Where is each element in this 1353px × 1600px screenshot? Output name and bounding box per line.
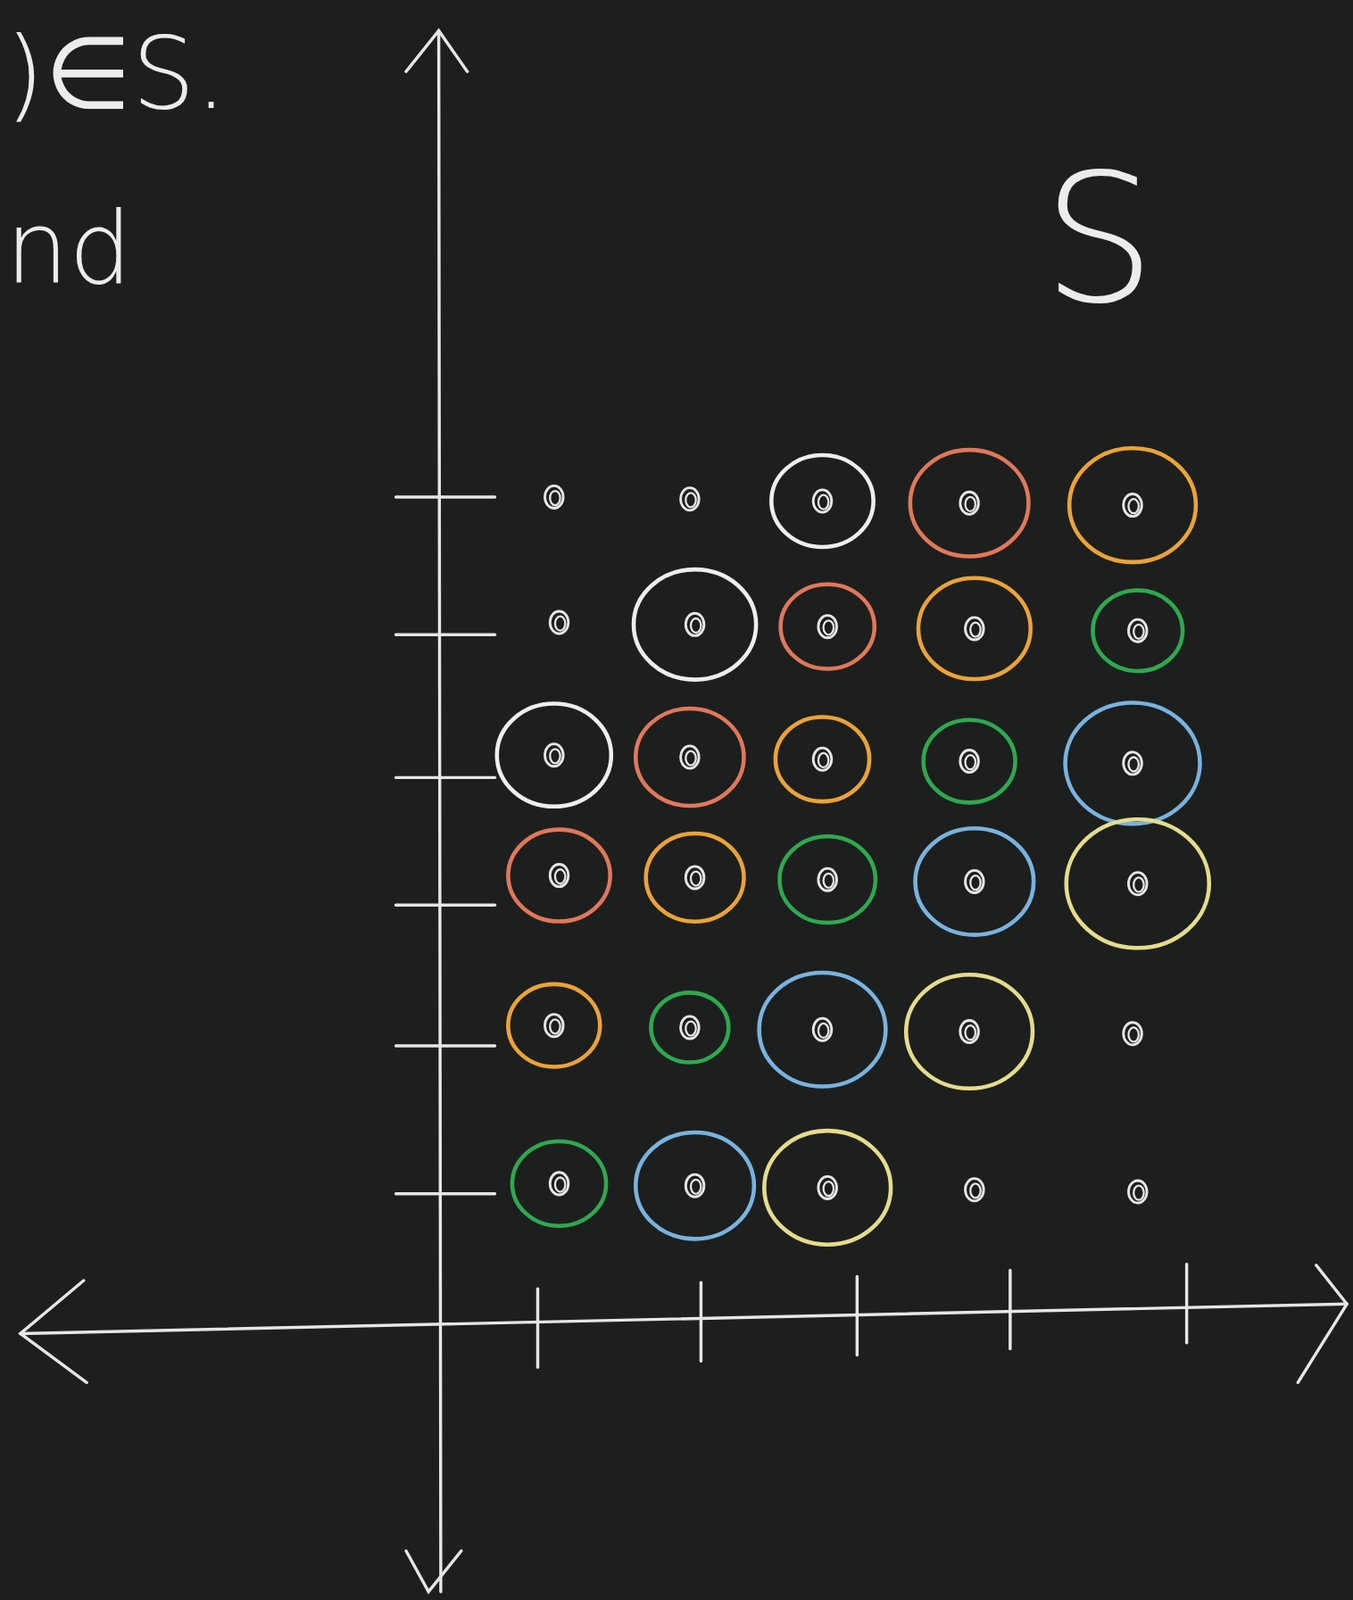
lattice-dot <box>1128 872 1147 896</box>
x-axis <box>20 1303 1347 1334</box>
lattice-dot <box>680 1016 700 1039</box>
circle-mark <box>923 720 1016 804</box>
lattice-dot <box>549 611 569 634</box>
lattice-dot <box>818 615 838 639</box>
lattice-dot <box>813 747 832 771</box>
circle-mark <box>1065 702 1201 824</box>
lattice-dot <box>960 491 980 515</box>
lattice-dot <box>685 613 705 636</box>
y-tick <box>396 776 496 780</box>
lattice-dot <box>1123 752 1143 775</box>
circle-mark <box>1066 819 1210 948</box>
circle-mark <box>780 584 875 670</box>
circle-mark <box>512 1141 606 1227</box>
lattice-dot <box>549 864 569 888</box>
lattice-dot <box>1128 1180 1147 1204</box>
circle-mark <box>646 833 745 922</box>
lattice-dot <box>960 749 980 772</box>
y-tick <box>396 1192 496 1196</box>
lattice-dot <box>685 866 705 889</box>
axis-arrowhead <box>406 1551 462 1593</box>
circle-mark <box>775 716 870 802</box>
x-tick <box>855 1276 859 1355</box>
lattice-dot <box>818 868 838 891</box>
board-text: )∈S. <box>5 23 227 124</box>
x-tick <box>536 1288 540 1368</box>
lattice-dot <box>545 485 565 508</box>
lattice-dot <box>680 746 700 769</box>
circle-mark <box>1069 448 1196 563</box>
lattice-dot <box>1128 619 1147 642</box>
lattice-dot <box>813 1018 832 1041</box>
circle-mark <box>771 455 873 548</box>
y-tick <box>396 1044 496 1047</box>
y-tick <box>396 633 496 637</box>
lattice-dot <box>545 744 565 767</box>
y-tick <box>396 904 496 907</box>
circle-mark <box>915 828 1035 935</box>
circle-mark <box>635 708 744 806</box>
x-tick <box>1008 1270 1012 1350</box>
lattice-dot <box>965 1178 985 1202</box>
x-tick <box>699 1282 703 1362</box>
lattice-dot <box>818 1176 838 1199</box>
circle-mark <box>905 974 1033 1089</box>
circle-mark <box>763 1130 891 1246</box>
axis-arrowhead <box>406 30 468 72</box>
circle-mark <box>497 704 612 807</box>
circle-mark <box>910 449 1030 557</box>
y-axis <box>439 30 441 1592</box>
lattice-dot <box>1123 1022 1143 1046</box>
lattice-points <box>497 448 1210 1245</box>
x-tick <box>1185 1264 1188 1344</box>
lattice-dot <box>680 488 700 511</box>
lattice-dot <box>965 617 985 640</box>
y-tick <box>396 495 496 499</box>
lattice-dot <box>549 1172 569 1196</box>
lattice-dot <box>685 1174 705 1197</box>
circle-mark <box>507 830 610 922</box>
set-name: S <box>1042 149 1156 329</box>
lattice-dot <box>545 1014 565 1038</box>
circle-mark <box>759 972 887 1088</box>
circle-mark <box>1092 589 1183 672</box>
circle-mark <box>633 569 756 680</box>
circle-mark <box>507 984 600 1068</box>
board-text: nd <box>5 198 133 299</box>
lattice-dot <box>960 1020 980 1043</box>
axis-arrowhead <box>1297 1265 1347 1383</box>
circle-mark <box>650 992 729 1063</box>
axis-arrowhead <box>20 1280 87 1383</box>
lattice-dot <box>1123 494 1143 517</box>
circle-mark <box>635 1132 755 1239</box>
lattice-dot <box>813 489 832 513</box>
circle-mark <box>779 836 875 923</box>
circle-mark <box>918 578 1031 680</box>
lattice-dot <box>965 870 985 893</box>
